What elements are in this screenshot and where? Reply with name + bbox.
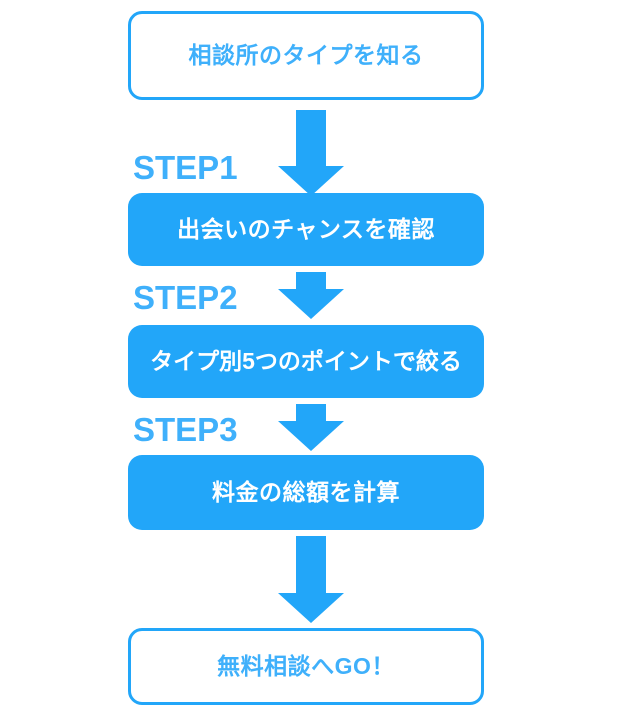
- flow-node-step2: タイプ別5つのポイントで絞る: [128, 325, 484, 398]
- flow-node-step3-label: 料金の総額を計算: [212, 478, 400, 505]
- arrow-start-to-step1-icon: [0, 110, 623, 196]
- flow-node-start: 相談所のタイプを知る: [128, 11, 484, 100]
- arrow-step1-to-step2-icon: [0, 272, 623, 319]
- flow-node-goal: 無料相談へGO！: [128, 628, 484, 705]
- flow-node-start-label: 相談所のタイプを知る: [188, 41, 424, 68]
- flow-node-step3: 料金の総額を計算: [128, 455, 484, 530]
- step-label-3: STEP3: [133, 411, 238, 448]
- step-label-1: STEP1: [133, 149, 238, 186]
- flow-node-step2-label: タイプ別5つのポイントで絞る: [150, 347, 462, 374]
- step-label-2: STEP2: [133, 279, 238, 316]
- flow-node-step1-label: 出会いのチャンスを確認: [177, 215, 435, 242]
- arrow-step2-to-step3-icon: [0, 404, 623, 451]
- flow-node-goal-label: 無料相談へGO！: [217, 652, 395, 679]
- flow-node-step1: 出会いのチャンスを確認: [128, 193, 484, 266]
- arrow-step3-to-goal-icon: [0, 536, 623, 623]
